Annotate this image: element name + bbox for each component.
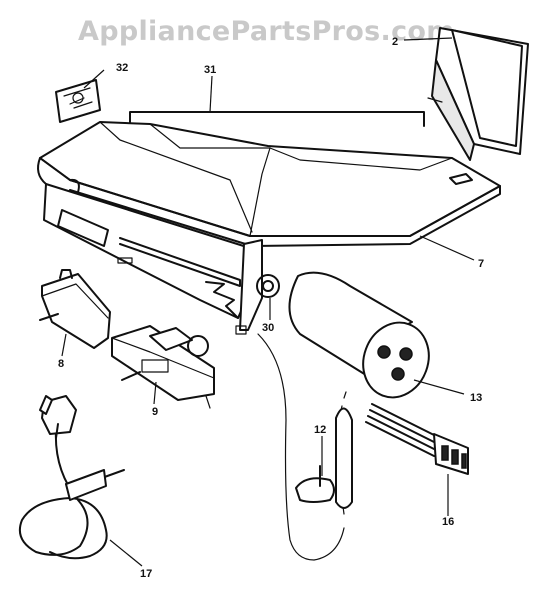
switch-module xyxy=(39,269,111,349)
callout-part-13: 13 xyxy=(470,392,483,404)
rear-filter-panel xyxy=(427,27,529,161)
callout-part-32: 32 xyxy=(116,62,129,74)
main-housing xyxy=(37,121,501,335)
capillary-sensor xyxy=(257,333,353,561)
callout-part-8: 8 xyxy=(58,358,65,370)
grommet xyxy=(256,274,280,298)
label-plate xyxy=(55,79,101,123)
watermark-text: AppliancePartsPros.com xyxy=(78,16,455,47)
callout-part-12: 12 xyxy=(314,424,327,436)
callout-part-31: 31 xyxy=(204,64,217,76)
callout-part-30: 30 xyxy=(262,322,275,334)
callout-part-16: 16 xyxy=(442,516,455,528)
callout-part-9: 9 xyxy=(152,406,159,418)
power-cord xyxy=(18,395,125,560)
wire-connector xyxy=(365,403,469,475)
thermostat-control xyxy=(111,325,215,409)
capacitor-cylinder xyxy=(288,271,430,399)
callout-part-17: 17 xyxy=(140,568,153,580)
callout-leaders xyxy=(61,37,475,567)
callout-part-2: 2 xyxy=(392,36,399,48)
rod-bracket xyxy=(129,111,425,127)
callout-part-7: 7 xyxy=(478,258,485,270)
